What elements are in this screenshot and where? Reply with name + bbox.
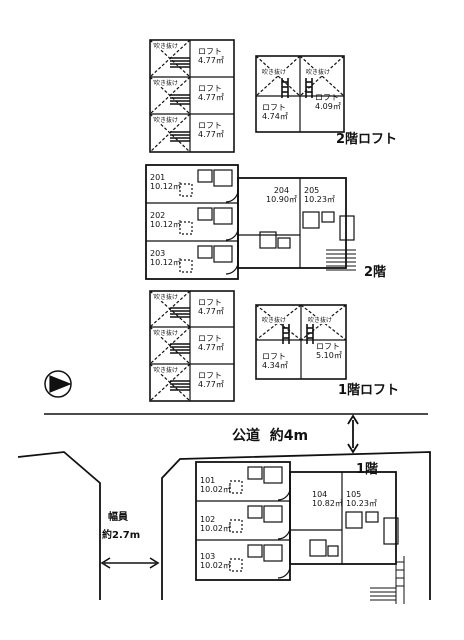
loft1-void-tag-3: 吹き抜け bbox=[154, 367, 179, 374]
floor2-plan bbox=[145, 164, 356, 280]
road-width-arrow bbox=[347, 414, 359, 454]
north-arrow-icon bbox=[44, 370, 72, 398]
loft2-void-tag-3: 吹き抜け bbox=[154, 117, 179, 124]
loft2-right-void-tag-2: 吹き抜け bbox=[306, 69, 331, 76]
floor1-plan bbox=[195, 461, 405, 604]
loft2-right-void-tag-1: 吹き抜け bbox=[262, 69, 287, 76]
loft2-void-tag-1: 吹き抜け bbox=[154, 43, 179, 50]
loft1-void-tag-2: 吹き抜け bbox=[154, 330, 179, 337]
road-label: 公道 約4m bbox=[232, 428, 309, 444]
loft1-void-tag-1: 吹き抜け bbox=[154, 294, 179, 301]
loft1-right-block bbox=[255, 304, 347, 380]
loft1-left-block bbox=[149, 290, 235, 402]
loft1-right-void-tag-2: 吹き抜け bbox=[308, 317, 333, 324]
side-road-width: 約2.7m bbox=[102, 530, 141, 541]
side-road-width-arrow bbox=[100, 557, 160, 569]
loft2-right-block bbox=[255, 55, 345, 133]
floor2-label: 2階 bbox=[364, 265, 387, 280]
loft1-right-void-tag-1: 吹き抜け bbox=[262, 317, 287, 324]
loft2-label: 2階ロフト bbox=[336, 132, 398, 147]
loft1-label: 1階ロフト bbox=[338, 383, 400, 398]
floor1-label: 1階 bbox=[356, 462, 379, 477]
side-road-label: 幅員 bbox=[108, 512, 128, 523]
loft2-void-tag-2: 吹き抜け bbox=[154, 80, 179, 87]
site-boundary bbox=[17, 451, 431, 600]
loft2-left-block bbox=[149, 39, 235, 153]
